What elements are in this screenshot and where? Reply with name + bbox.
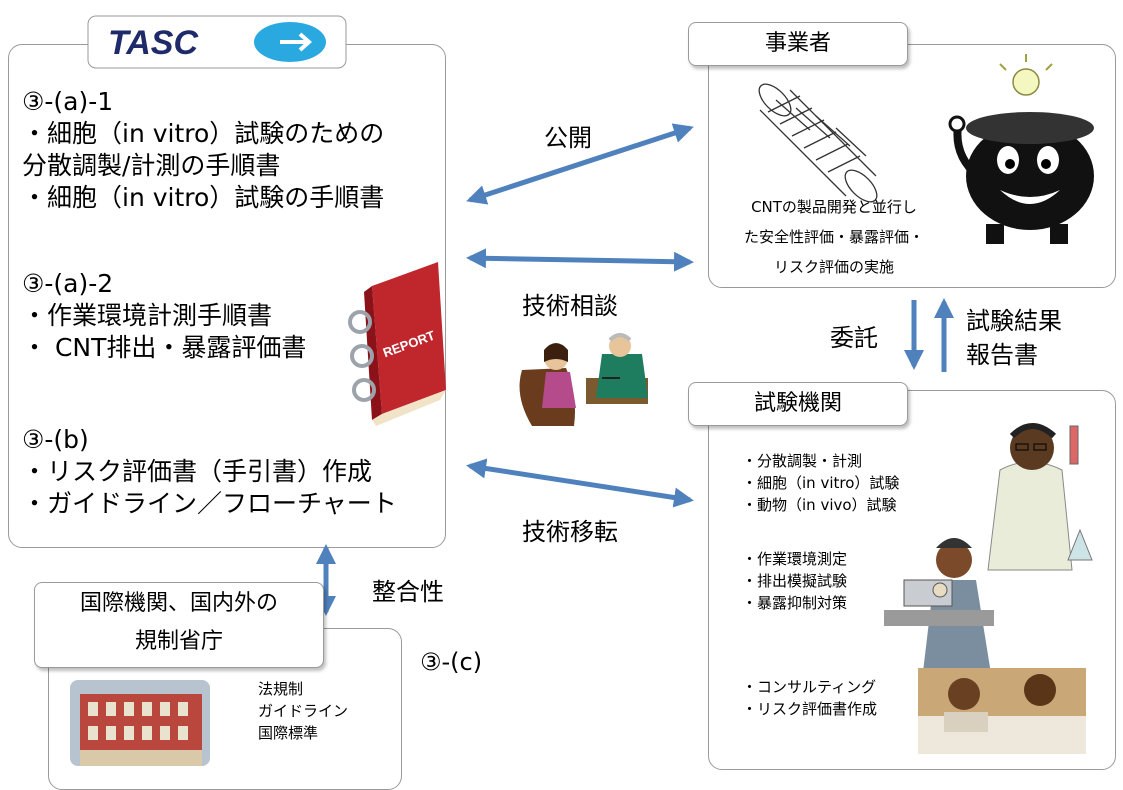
cnt-tube-graphic [758,83,878,203]
public-label: 公開 [544,124,592,152]
results-label: 試験結果 報告書 [966,304,1062,372]
consulting-photo [918,668,1086,754]
lab-group1: ・分散調製・計測 ・細胞（in vitro）試験 ・動物（in vivo）試験 [742,450,899,516]
transfer-arrow [466,458,694,508]
item-b-heading: ③-(b) [22,425,89,454]
lab-worker-illustration [884,538,994,680]
tasc-item-b: ③-(b) ・リスク評価書（手引書）作成 ・ガイドライン／フローチャート [22,424,442,520]
consistency-label: 整合性 [372,578,444,606]
lab-group3: ・コンサルティング ・リスク評価書作成 [742,676,877,720]
item-a2-heading: ③-(a)-2 [22,269,114,298]
smiling-character-graphic [948,54,1094,244]
business-title: 事業者 [688,22,908,66]
tasc-item-a2: ③-(a)-2 ・作業環境計測手順書 ・ CNT排出・暴露評価書 [22,268,362,364]
item-a1-line: ・細胞（in vitro）試験のための [22,119,385,148]
lab-item: ・作業環境測定 [742,550,848,568]
item-b-line: ・リスク評価書（手引書）作成 [22,457,373,486]
item-b-line: ・ガイドライン／フローチャート [22,489,397,518]
public-arrow [466,123,694,205]
intl-item: 国際標準 [258,724,319,742]
intl-title-line: 規制省庁 [134,629,223,654]
lab-item: ・コンサルティング [742,678,877,696]
lab-title: 試験機関 [688,382,908,426]
business-desc-line: CNTの製品開発と並行し [751,198,917,216]
business-desc-line: リスク評価の実施 [773,258,894,276]
scientist-illustration [987,423,1093,571]
lab-group2: ・作業環境測定 ・排出模擬試験 ・暴露抑制対策 [742,548,847,614]
item-a2-line: ・ CNT排出・暴露評価書 [22,333,307,362]
lab-item: ・リスク評価書作成 [742,700,878,718]
tasc-logo-graphic: TASC [87,15,347,69]
item-c-label: ③-(c) [420,648,483,676]
business-desc-line: た安全性評価・暴露評価・ [743,228,924,246]
intl-item: 法規制 [258,680,304,698]
results-label-line: 試験結果 [966,307,1062,335]
intl-title: 国際機関、国内外の 規制省庁 [34,582,324,668]
item-a1-line: 分散調製/計測の手順書 [22,151,281,180]
svg-text:TASC: TASC [108,24,198,62]
transfer-label: 技術移転 [522,518,618,546]
lab-item: ・動物（in vivo）試験 [742,496,897,514]
lab-item: ・排出模擬試験 [742,572,848,590]
intl-items: 法規制 ガイドライン 国際標準 [258,678,348,744]
consult-label: 技術相談 [522,292,618,320]
government-building-photo [70,680,210,766]
results-label-line: 報告書 [966,341,1038,369]
item-a1-line: ・細胞（in vitro）試験の手順書 [22,183,385,212]
commission-label: 委託 [830,324,878,352]
lab-item: ・細胞（in vitro）試験 [742,474,900,492]
item-a2-line: ・作業環境計測手順書 [22,301,273,330]
business-description: CNTの製品開発と並行し た安全性評価・暴露評価・ リスク評価の実施 [716,192,952,282]
report-binder-graphic: REPORT [348,262,446,426]
consult-arrow [466,248,694,272]
lab-item: ・暴露抑制対策 [742,594,848,612]
lab-item: ・分散調製・計測 [742,452,863,470]
intl-title-line: 国際機関、国内外の [79,591,278,616]
item-a1-heading: ③-(a)-1 [22,87,114,116]
tasc-item-a1: ③-(a)-1 ・細胞（in vitro）試験のための 分散調製/計測の手順書 … [22,86,442,214]
consultation-illustration [519,333,648,426]
intl-item: ガイドライン [258,702,349,720]
